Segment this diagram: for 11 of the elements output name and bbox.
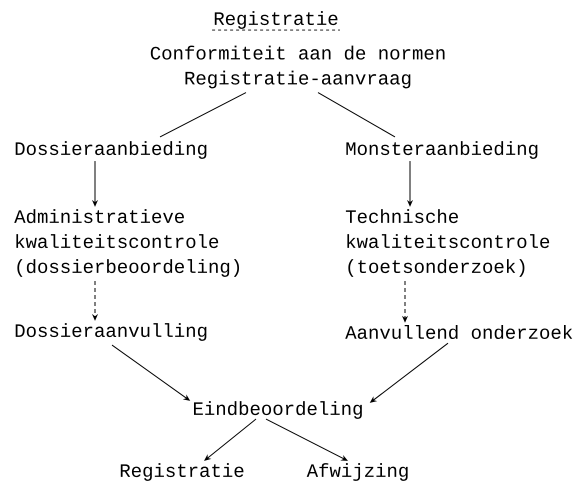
step-text: Afwijzing	[306, 463, 408, 481]
step-text: Administratieve kwaliteitscontrole (dossierbeoordeling)	[14, 209, 239, 277]
step-text: Conformiteit aan de normen Registratie-aanvraag	[150, 46, 444, 88]
step-text: Eindbeoordeling	[194, 401, 362, 419]
step-text: Monsteraanbieding	[346, 141, 538, 159]
step-text: Registratie	[120, 463, 244, 481]
step-text: Aanvullend onderzoek	[345, 324, 572, 339]
step-text: Dossieraanvulling	[16, 323, 206, 341]
title: Registratie	[214, 11, 338, 29]
step-text: Technische kwaliteitscontrole (toetsonderzoek)	[346, 209, 550, 277]
step-text: Dossieraanbieding	[16, 141, 206, 159]
